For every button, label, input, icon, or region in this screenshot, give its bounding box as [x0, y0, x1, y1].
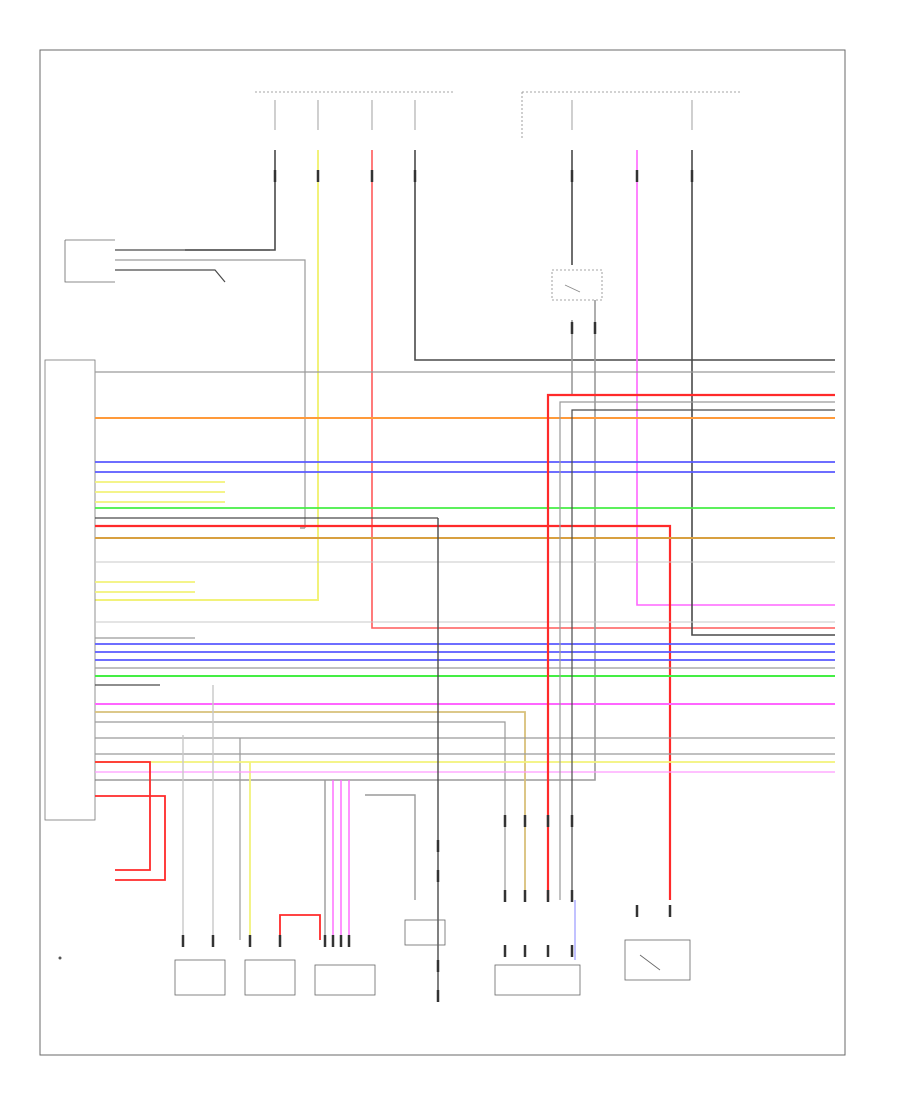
wire-black-left-top	[185, 150, 276, 251]
bottom-box-4	[404, 919, 446, 946]
vertical-wires-top	[95, 150, 835, 781]
main-connector-block	[44, 359, 96, 821]
bottom-components	[174, 919, 691, 996]
wire-yellow-left-top	[95, 150, 319, 601]
left-switch-assembly	[64, 239, 306, 528]
bottom-box-1	[174, 959, 226, 996]
bottom-box-6	[624, 939, 691, 981]
wire-pink-right-top	[636, 150, 835, 606]
horizontal-wires	[95, 371, 835, 940]
bottom-connector-ticks	[181, 815, 672, 1002]
vertical-wires-bottom	[182, 518, 439, 1000]
top-connector-ticks	[273, 170, 694, 334]
relay-box-top-right	[551, 269, 603, 301]
top-fuse-group	[255, 91, 742, 140]
bottom-box-2	[244, 959, 296, 996]
ground-label-group	[58, 956, 62, 960]
wire-black-mid-top	[414, 150, 835, 361]
diagram-frame	[39, 49, 846, 1056]
wire-black-far-right-top	[691, 150, 835, 636]
wire-red-top	[371, 150, 835, 629]
right-bundle	[546, 393, 835, 960]
bottom-box-3	[314, 964, 376, 996]
bottom-box-5	[494, 964, 581, 996]
